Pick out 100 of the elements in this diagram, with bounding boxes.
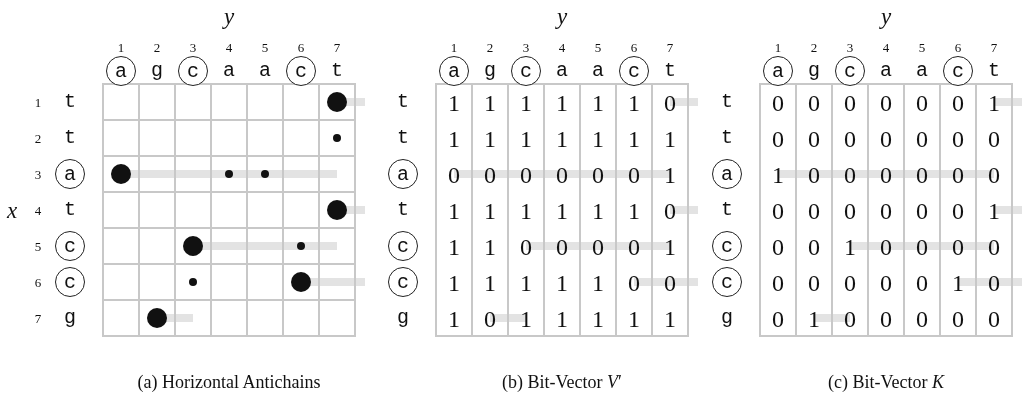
index-number: 4 xyxy=(882,40,890,54)
bit-value: 0 xyxy=(916,271,928,295)
sequence-letter: a xyxy=(592,61,604,81)
bit-value: 0 xyxy=(916,199,928,223)
bit-value: 1 xyxy=(556,307,568,331)
circled-letter: c xyxy=(388,231,418,261)
sequence-letter: t xyxy=(721,128,733,148)
bit-value: 1 xyxy=(448,91,460,115)
index-number: 2 xyxy=(486,40,494,54)
bit-value: 0 xyxy=(952,235,964,259)
bit-value: 0 xyxy=(628,163,640,187)
index-number: 3 xyxy=(522,40,530,54)
circled-letter: a xyxy=(439,56,469,86)
circled-letter: c xyxy=(712,231,742,261)
circled-letter: c xyxy=(712,267,742,297)
bit-value: 0 xyxy=(592,163,604,187)
circled-letter: a xyxy=(106,56,136,86)
bit-value: 1 xyxy=(520,127,532,151)
index-number: 2 xyxy=(153,40,161,54)
bit-value: 1 xyxy=(484,91,496,115)
bit-value: 1 xyxy=(484,127,496,151)
bit-value: 1 xyxy=(556,127,568,151)
bit-value: 1 xyxy=(592,127,604,151)
bit-value: 1 xyxy=(592,307,604,331)
bit-value: 0 xyxy=(952,199,964,223)
bit-value: 0 xyxy=(772,91,784,115)
bit-value: 0 xyxy=(664,91,676,115)
bit-value: 0 xyxy=(844,127,856,151)
sequence-letter: t xyxy=(397,128,409,148)
panel-caption: (a) Horizontal Antichains xyxy=(137,373,321,391)
sequence-letter: g xyxy=(151,61,163,81)
sequence-letter: a xyxy=(223,61,235,81)
panel-caption: (b) Bit-Vector V′ xyxy=(502,373,622,391)
sequence-letter: t xyxy=(721,92,733,112)
bit-value: 1 xyxy=(772,163,784,187)
circled-letter: c xyxy=(388,267,418,297)
index-number: 6 xyxy=(297,40,305,54)
bit-value: 1 xyxy=(628,91,640,115)
sequence-letter: t xyxy=(721,200,733,220)
bit-value: 1 xyxy=(952,271,964,295)
bit-value: 1 xyxy=(448,307,460,331)
bit-value: 1 xyxy=(448,127,460,151)
index-number: 4 xyxy=(558,40,566,54)
sequence-letter: t xyxy=(397,92,409,112)
circled-letter: c xyxy=(178,56,208,86)
sequence-letter: t xyxy=(64,200,76,220)
sequence-letter: a xyxy=(259,61,271,81)
bit-value: 0 xyxy=(772,199,784,223)
axis-label: y xyxy=(880,4,892,28)
bit-value: 1 xyxy=(484,271,496,295)
bit-value: 0 xyxy=(556,235,568,259)
bit-value: 0 xyxy=(916,163,928,187)
index-number: 1 xyxy=(34,95,42,109)
circled-letter: c xyxy=(55,267,85,297)
index-number: 2 xyxy=(810,40,818,54)
circled-letter: a xyxy=(55,159,85,189)
bit-value: 1 xyxy=(448,235,460,259)
bit-value: 0 xyxy=(880,127,892,151)
bit-value: 0 xyxy=(808,235,820,259)
sequence-letter: t xyxy=(331,61,343,81)
circled-letter: c xyxy=(619,56,649,86)
bit-value: 0 xyxy=(808,163,820,187)
index-number: 7 xyxy=(34,311,42,325)
index-number: 4 xyxy=(34,203,42,217)
circled-letter: a xyxy=(712,159,742,189)
bit-value: 1 xyxy=(556,199,568,223)
bit-value: 0 xyxy=(916,307,928,331)
bit-value: 0 xyxy=(592,235,604,259)
bit-value: 1 xyxy=(520,307,532,331)
bit-value: 1 xyxy=(556,271,568,295)
sequence-letter: t xyxy=(64,128,76,148)
bit-value: 0 xyxy=(952,163,964,187)
bit-value: 1 xyxy=(628,199,640,223)
index-number: 6 xyxy=(954,40,962,54)
bit-value: 0 xyxy=(880,271,892,295)
bit-value: 1 xyxy=(484,199,496,223)
bit-value: 0 xyxy=(520,163,532,187)
bit-value: 0 xyxy=(844,199,856,223)
bit-value: 0 xyxy=(844,163,856,187)
axis-label: y xyxy=(223,4,235,28)
bit-value: 0 xyxy=(988,307,1000,331)
bit-value: 1 xyxy=(592,91,604,115)
sequence-letter: t xyxy=(664,61,676,81)
sequence-letter: t xyxy=(397,200,409,220)
index-number: 3 xyxy=(34,167,42,181)
bit-value: 0 xyxy=(772,271,784,295)
bit-value: 0 xyxy=(916,127,928,151)
bit-value: 0 xyxy=(988,271,1000,295)
bit-value: 0 xyxy=(628,271,640,295)
sequence-letter: t xyxy=(64,92,76,112)
bit-value: 0 xyxy=(772,235,784,259)
bit-value: 0 xyxy=(556,163,568,187)
index-number: 6 xyxy=(630,40,638,54)
index-number: 1 xyxy=(774,40,782,54)
bit-value: 1 xyxy=(628,127,640,151)
axis-label: x xyxy=(6,198,18,222)
bit-value: 1 xyxy=(988,91,1000,115)
bit-value: 0 xyxy=(808,271,820,295)
bit-value: 0 xyxy=(880,91,892,115)
bit-value: 0 xyxy=(772,307,784,331)
